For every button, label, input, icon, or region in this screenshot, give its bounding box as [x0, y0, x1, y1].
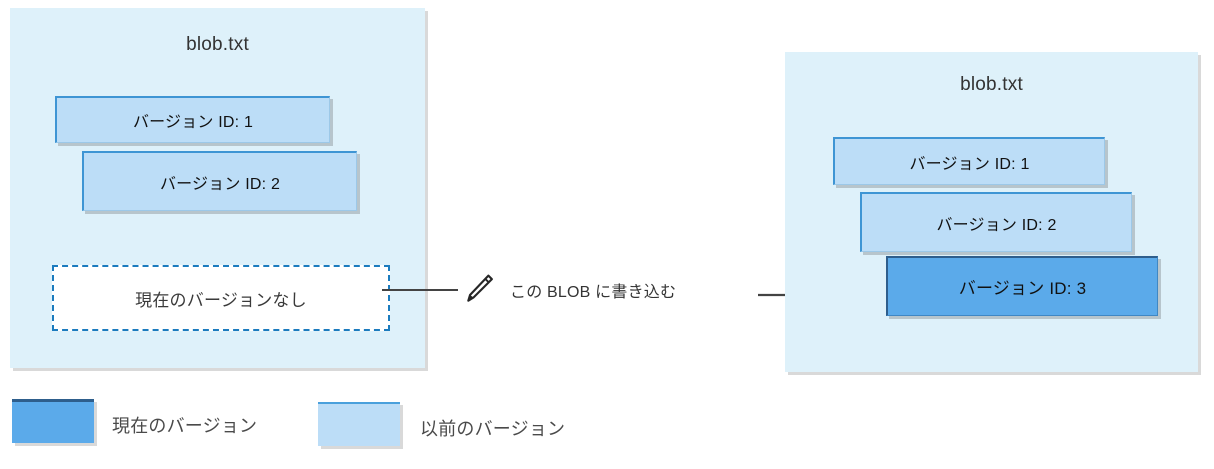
legend-label-previous-version: 以前のバージョン — [420, 419, 566, 439]
legend-label-current-version: 現在のバージョン — [112, 416, 258, 436]
legend-swatch-current-version — [12, 399, 94, 443]
connector-line-left — [382, 289, 458, 291]
blob-panel-after: blob.txt バージョン ID: 1 バージョン ID: 2 バージョン I… — [785, 52, 1198, 372]
no-current-version-box: 現在のバージョンなし — [52, 265, 390, 331]
write-action-label: この BLOB に書き込む — [510, 284, 677, 301]
blob-name-after: blob.txt — [960, 74, 1023, 95]
blob-panel-before: blob.txt バージョン ID: 1 バージョン ID: 2 現在のバージョ… — [10, 8, 425, 368]
version-card-after-3-current: バージョン ID: 3 — [886, 256, 1158, 316]
pencil-icon — [462, 271, 496, 311]
version-card-before-2: バージョン ID: 2 — [82, 151, 357, 211]
blob-name-before: blob.txt — [186, 34, 249, 55]
version-card-after-2: バージョン ID: 2 — [860, 192, 1132, 252]
version-card-before-1: バージョン ID: 1 — [55, 96, 330, 143]
legend-swatch-previous-version — [318, 402, 400, 446]
version-card-after-1: バージョン ID: 1 — [833, 137, 1105, 185]
